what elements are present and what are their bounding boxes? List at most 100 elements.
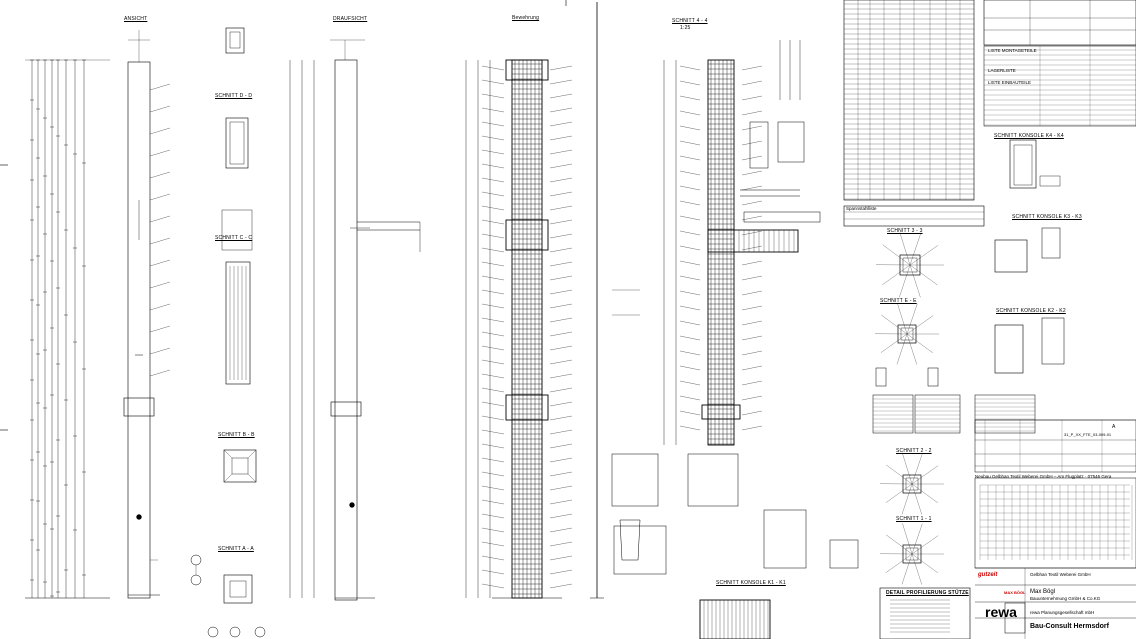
drawing-line — [481, 359, 505, 365]
drawing-line — [741, 65, 763, 71]
drawing-line — [481, 583, 505, 589]
drawing-line — [906, 303, 918, 335]
drawing-line — [549, 261, 573, 267]
drawing-line — [911, 523, 923, 555]
drawing-line — [911, 483, 938, 503]
drawing-line — [679, 335, 701, 341]
drawing-line — [481, 65, 505, 71]
drawing-line — [994, 239, 1028, 273]
drawing-line — [123, 397, 155, 417]
drawing-line — [549, 331, 573, 337]
drawing-line — [481, 513, 505, 519]
drawing-line — [911, 553, 938, 573]
owner-company: Gelbhan Textil Weberei GmbH — [1030, 572, 1091, 577]
drawing-line — [741, 170, 763, 176]
drawing-line — [741, 155, 763, 161]
drawing-line — [149, 281, 171, 289]
drawing-line — [1004, 602, 1026, 634]
title-konsole-k3: SCHNITT KONSOLE K3 - K3 — [1012, 214, 1082, 220]
title-schnitt-ee: SCHNITT E - E — [880, 298, 917, 304]
logo-rewa: rewa — [985, 604, 1017, 620]
drawing-line — [481, 471, 505, 477]
drawing-line — [707, 229, 799, 253]
drawing-line — [549, 275, 573, 281]
drawing-line — [741, 140, 763, 146]
drawing-line — [679, 110, 701, 116]
drawing-line — [207, 626, 219, 638]
drawing-line — [906, 333, 933, 353]
drawing-line — [481, 289, 505, 295]
drawing-line — [679, 155, 701, 161]
drawing-line — [225, 117, 249, 169]
title-schnitt-aa: SCHNITT A - A — [218, 546, 254, 552]
drawing-line — [741, 350, 763, 356]
drawing-line — [885, 483, 913, 503]
drawing-line — [613, 525, 667, 575]
drawing-line — [911, 453, 923, 485]
drawing-line — [481, 569, 505, 575]
title-konsole-k2: SCHNITT KONSOLE K2 - K2 — [996, 308, 1066, 314]
drawing-line — [741, 290, 763, 296]
drawing-line — [549, 177, 573, 183]
drawing-line — [481, 121, 505, 127]
drawing-line — [149, 347, 171, 355]
drawing-line — [481, 429, 505, 435]
drawing-line — [906, 315, 934, 335]
drawing-line — [481, 387, 505, 393]
logo-gutzeit: gutzeit — [978, 572, 998, 578]
drawing-line — [549, 79, 573, 85]
drawing-line — [481, 79, 505, 85]
drawing-line — [741, 260, 763, 266]
drawing-line — [701, 404, 741, 420]
drawing-line — [1013, 144, 1033, 186]
drawing-line — [481, 415, 505, 421]
drawing-line — [886, 464, 913, 485]
engineer: Bau-Consult Hermsdorf — [1030, 623, 1109, 630]
drawing-line — [481, 331, 505, 337]
drawing-line — [741, 365, 763, 371]
drawing-line — [679, 80, 701, 86]
drawing-line — [149, 259, 171, 267]
drawing-line — [902, 523, 913, 555]
drawing-line — [247, 473, 257, 483]
drawing-line — [481, 149, 505, 155]
drawing-line — [914, 394, 961, 434]
title-schnitt-44: SCHNITT 4 - 4 — [672, 18, 708, 24]
drawing-line — [549, 65, 573, 71]
drawing-line — [679, 275, 701, 281]
drawing-line — [679, 215, 701, 221]
drawing-line — [679, 425, 701, 431]
drawing-line — [1041, 317, 1065, 365]
drawing-line — [223, 449, 233, 459]
drawing-line — [481, 485, 505, 491]
drawing-line — [481, 233, 505, 239]
drawing-line — [149, 303, 171, 311]
title-schnitt-33: SCHNITT 3 - 3 — [887, 228, 923, 234]
drawing-line — [481, 303, 505, 309]
list-lagerliste: LAGERLISTE — [988, 68, 1016, 73]
drawing-line — [149, 105, 171, 113]
drawing-line — [983, 45, 1136, 127]
drawing-line — [741, 110, 763, 116]
drawing-line — [149, 193, 171, 201]
contractor-sub: Bauunternehmung GmbH & Co.KG — [1030, 596, 1101, 601]
drawing-line — [741, 245, 763, 251]
drawing-line — [1041, 227, 1061, 259]
drawing-line — [911, 535, 939, 555]
title-schnitt-11: SCHNITT 1 - 1 — [896, 516, 932, 522]
drawing-line — [549, 429, 573, 435]
planner: rewa Planungsgesellschaft mbH — [1030, 610, 1095, 615]
drawing-line — [741, 230, 763, 236]
title-schnitt-cc: SCHNITT C - C — [215, 235, 253, 241]
drawing-line — [549, 303, 573, 309]
drawing-line — [741, 95, 763, 101]
drawing-line — [843, 0, 975, 201]
revision-a: A — [1112, 424, 1116, 430]
drawing-line — [549, 107, 573, 113]
drawing-line — [741, 335, 763, 341]
drawing-line — [549, 219, 573, 225]
drawing-line — [549, 359, 573, 365]
drawing-line — [927, 367, 939, 387]
drawing-line — [481, 317, 505, 323]
